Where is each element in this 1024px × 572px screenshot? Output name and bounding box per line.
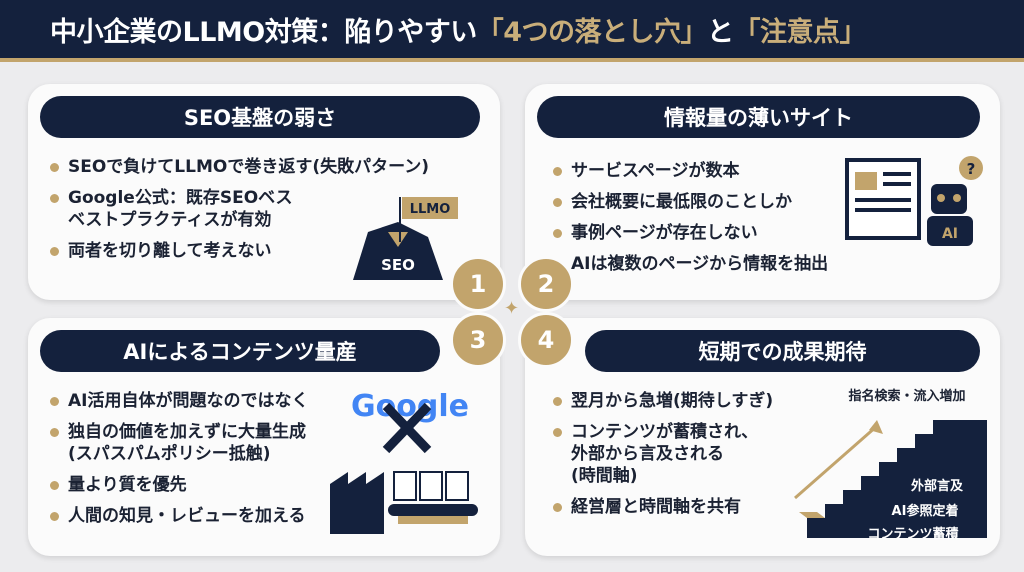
list-item: 翌月から急増(期待しすぎ)	[551, 390, 831, 412]
rock-label: SEO	[381, 256, 415, 274]
list-item: 人間の知見・レビューを加える	[48, 505, 488, 527]
card-title: SEO基盤の弱さ	[40, 96, 480, 138]
list-item: AI活用自体が問題なのではなく	[48, 390, 488, 412]
list-item: サービスページが数本	[551, 160, 991, 182]
title-connector: と	[707, 16, 734, 48]
card-thin-content: 情報量の薄いサイト サービスページが数本 会社概要に最低限のことしか 事例ページ…	[525, 84, 1000, 300]
card-seo-foundation: SEO基盤の弱さ SEOで負けてLLMOで巻き返す(失敗パターン) Google…	[28, 84, 500, 300]
step-label: コンテンツ蓄積	[867, 526, 959, 542]
seo-rock-flag-icon: LLMO SEO	[353, 197, 458, 280]
center-sparkle-icon: ✦	[504, 298, 520, 319]
card-title: AIによるコンテンツ量産	[40, 330, 440, 372]
list-item: 独自の価値を加えずに大量生成 (スパスパムポリシー抵触)	[48, 421, 488, 465]
step-label: 外部言及	[910, 478, 964, 494]
robot-webpage-icon: AI ?	[845, 156, 983, 246]
list-item: 事例ページが存在しない	[551, 222, 991, 244]
title-highlight-1: 「4つの落とし穴」	[476, 16, 708, 48]
card-title: 情報量の薄いサイト	[537, 96, 980, 138]
number-badge-3: 3	[450, 312, 506, 368]
number-badge-2: 2	[518, 256, 574, 312]
number-badge-1: 1	[450, 256, 506, 312]
list-item: SEOで負けてLLMOで巻き返す(失敗パターン)	[48, 156, 488, 178]
card-title: 短期での成果期待	[585, 330, 980, 372]
list-item: 量より質を優先	[48, 474, 488, 496]
card-short-term-expectation: 短期での成果期待 翌月から急増(期待しすぎ) コンテンツが蓄積され、 外部から言…	[525, 318, 1000, 556]
list-item: Google公式：既存SEOベス ベストプラクティスが有効	[48, 187, 348, 231]
title-main: 中小企業のLLMO対策：陥りやすい	[50, 16, 477, 48]
card-ai-mass-content: AIによるコンテンツ量産 AI活用自体が問題なのではなく 独自の価値を加えずに大…	[28, 318, 500, 556]
google-factory-icon: Google	[330, 389, 478, 534]
list-item: 両者を切り離して考えない	[48, 240, 488, 262]
list-item: AIは複数のページから情報を抽出	[551, 253, 991, 275]
google-logo: Google	[351, 389, 469, 424]
staircase-growth-icon: 指名検索・流入増加 外部言及 AI参照定着 コンテンツ蓄積	[794, 388, 987, 542]
robot-label: AI	[942, 226, 958, 242]
staircase-top-label: 指名検索・流入増加	[848, 388, 965, 404]
list-item: 会社概要に最低限のことしか	[551, 191, 991, 213]
flag-label: LLMO	[410, 202, 451, 217]
step-label: AI参照定着	[892, 503, 959, 519]
list-item: 経営層と時間軸を共有	[551, 496, 831, 518]
number-badge-4: 4	[518, 312, 574, 368]
title-banner: 中小企業のLLMO対策：陥りやすい 「4つの落とし穴」 と 「注意点」	[0, 0, 1024, 62]
question-bubble: ?	[967, 160, 976, 178]
title-highlight-2: 「注意点」	[733, 16, 867, 48]
list-item: コンテンツが蓄積され、 外部から言及される (時間軸)	[551, 421, 831, 487]
